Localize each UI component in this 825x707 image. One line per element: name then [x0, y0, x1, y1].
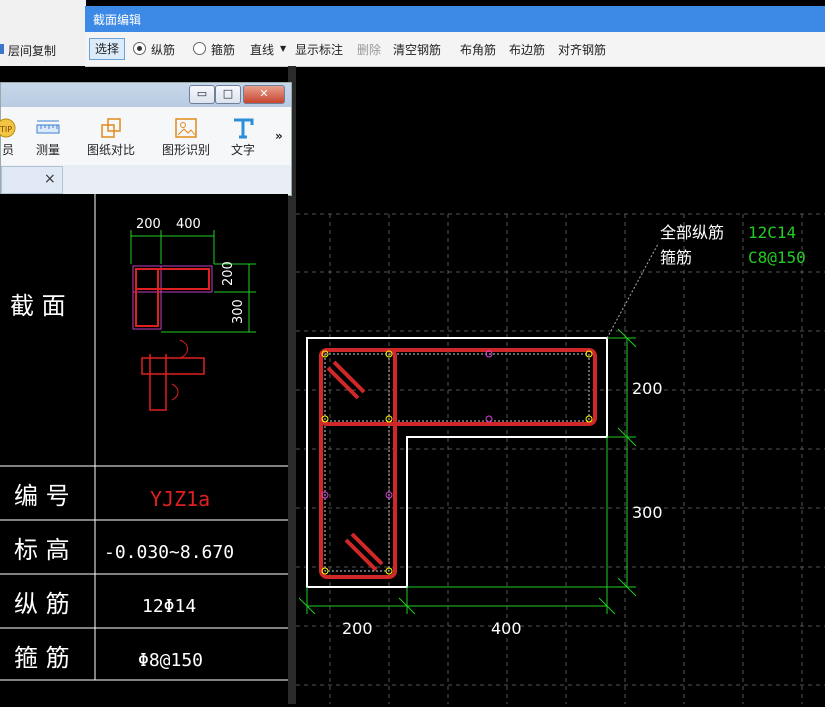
- thumb-dim-4: 300: [231, 299, 246, 324]
- dim-right-bottom: 300: [632, 503, 663, 522]
- tool-member[interactable]: TIP 员: [0, 117, 23, 158]
- svg-text:TIP: TIP: [0, 125, 12, 134]
- section-row-label: 截 面: [10, 292, 66, 320]
- legend-all-long: 全部纵筋: [660, 223, 724, 242]
- section-editor-titlebar: 截面编辑: [85, 6, 825, 32]
- elevation-value: -0.030~8.670: [104, 542, 234, 563]
- drawing-canvas[interactable]: 全部纵筋 12C14 箍筋 C8@150 200 300 200 400: [296, 66, 825, 704]
- ruler-icon: [36, 120, 60, 134]
- tip-icon: TIP: [0, 118, 16, 138]
- stirrup-horizontal[interactable]: [319, 348, 597, 426]
- long-rebar-value: 12Φ14: [142, 596, 196, 617]
- rebar[interactable]: [385, 567, 393, 575]
- close-tab-icon[interactable]: ×: [44, 171, 56, 187]
- layer-copy-label[interactable]: 层间复制: [8, 44, 57, 58]
- rebar[interactable]: [385, 491, 393, 499]
- more-tools-button[interactable]: »: [275, 129, 283, 143]
- dim-bottom-right: 400: [491, 619, 522, 638]
- grid: [296, 213, 825, 704]
- rebar[interactable]: [321, 567, 329, 575]
- elevation-row-label: 标 高: [14, 536, 70, 564]
- text-icon: [234, 118, 254, 139]
- edge-rebar-button[interactable]: 布边筋: [509, 43, 546, 57]
- rebars[interactable]: [321, 350, 593, 575]
- column-table-svg: 200 400 200 300 截 面 编 号 标 高 纵 筋 箍 筋 YJZ1…: [0, 194, 288, 681]
- stirrup-radio[interactable]: [193, 42, 206, 55]
- select-button[interactable]: 选择: [89, 38, 125, 60]
- legend-all-long-value: 12C14: [748, 223, 796, 242]
- floating-toolbar: TIP 员 测量 图纸对比 图形识别 文字 »: [0, 107, 291, 165]
- background-panel: 层间复制: [0, 0, 86, 66]
- rebar[interactable]: [321, 350, 329, 358]
- thumb-dim-3: 200: [221, 261, 236, 286]
- inner-cover-line: [324, 353, 590, 422]
- stirrup-vertical[interactable]: [319, 348, 397, 579]
- rebar[interactable]: [321, 415, 329, 423]
- column-table: 200 400 200 300 截 面 编 号 标 高 纵 筋 箍 筋 YJZ1…: [0, 194, 288, 704]
- show-annotation-button[interactable]: 显示标注: [295, 43, 344, 57]
- maximize-button[interactable]: □: [215, 85, 241, 104]
- align-rebar-button[interactable]: 对齐钢筋: [558, 43, 607, 57]
- section-drawing[interactable]: 全部纵筋 12C14 箍筋 C8@150 200 300 200 400: [296, 66, 825, 704]
- section-toolbar: 选择 纵筋 箍筋 直线 ▼ 显示标注 删除 清空钢筋 布角筋 布边筋 对齐钢筋: [85, 32, 825, 67]
- stirrup-label[interactable]: 箍筋: [211, 43, 236, 57]
- image-recognize-icon: [175, 118, 197, 138]
- longitudinal-label[interactable]: 纵筋: [151, 43, 176, 57]
- legend-stirrup-value: C8@150: [748, 248, 806, 267]
- leader-line: [606, 243, 659, 339]
- chevron-down-icon[interactable]: ▼: [280, 44, 287, 53]
- tool-measure[interactable]: 测量: [31, 117, 65, 158]
- inner-cover-line-2: [324, 353, 390, 572]
- thumb-dim-2: 400: [176, 217, 201, 232]
- layer-copy-icon: [0, 44, 4, 54]
- stirrup-row-label: 箍 筋: [14, 644, 70, 672]
- rebar[interactable]: [485, 350, 493, 358]
- number-row-label: 编 号: [14, 482, 70, 510]
- rebar[interactable]: [585, 350, 593, 358]
- floating-window: ▭ □ ✕ TIP 员 测量 图纸对比 图形识别 文字 » ×: [0, 82, 292, 196]
- rebar[interactable]: [385, 350, 393, 358]
- rebar[interactable]: [321, 491, 329, 499]
- stirrup-value: Φ8@150: [138, 650, 203, 671]
- floating-window-titlebar[interactable]: ▭ □ ✕: [1, 83, 291, 107]
- stirrup-hooks: [326, 360, 384, 572]
- minimize-button[interactable]: ▭: [189, 85, 215, 104]
- section-outline[interactable]: [306, 337, 608, 588]
- section-thumbnail: [130, 230, 256, 411]
- document-tab[interactable]: ×: [1, 166, 63, 194]
- dim-bottom-left: 200: [342, 619, 373, 638]
- number-value: YJZ1a: [150, 487, 210, 511]
- rebar[interactable]: [385, 415, 393, 423]
- tool-text[interactable]: 文字: [227, 117, 259, 158]
- compare-icon: [101, 118, 121, 138]
- delete-button[interactable]: 删除: [357, 43, 382, 57]
- thumb-dim-1: 200: [136, 217, 161, 232]
- long-rebar-row-label: 纵 筋: [14, 590, 70, 618]
- dim-right-top: 200: [632, 379, 663, 398]
- clear-rebar-button[interactable]: 清空钢筋: [393, 43, 442, 57]
- tool-compare[interactable]: 图纸对比: [83, 117, 139, 158]
- close-button[interactable]: ✕: [243, 85, 285, 104]
- line-dropdown[interactable]: 直线: [250, 43, 275, 57]
- dimension-lines: [298, 328, 637, 615]
- longitudinal-radio[interactable]: [133, 42, 146, 55]
- rebar[interactable]: [485, 415, 493, 423]
- corner-rebar-button[interactable]: 布角筋: [460, 43, 497, 57]
- panel-divider[interactable]: [288, 66, 296, 704]
- rebar[interactable]: [585, 415, 593, 423]
- legend-stirrup: 箍筋: [660, 248, 692, 267]
- section-editor-title: 截面编辑: [93, 13, 142, 27]
- tool-image-recognize[interactable]: 图形识别: [158, 117, 214, 158]
